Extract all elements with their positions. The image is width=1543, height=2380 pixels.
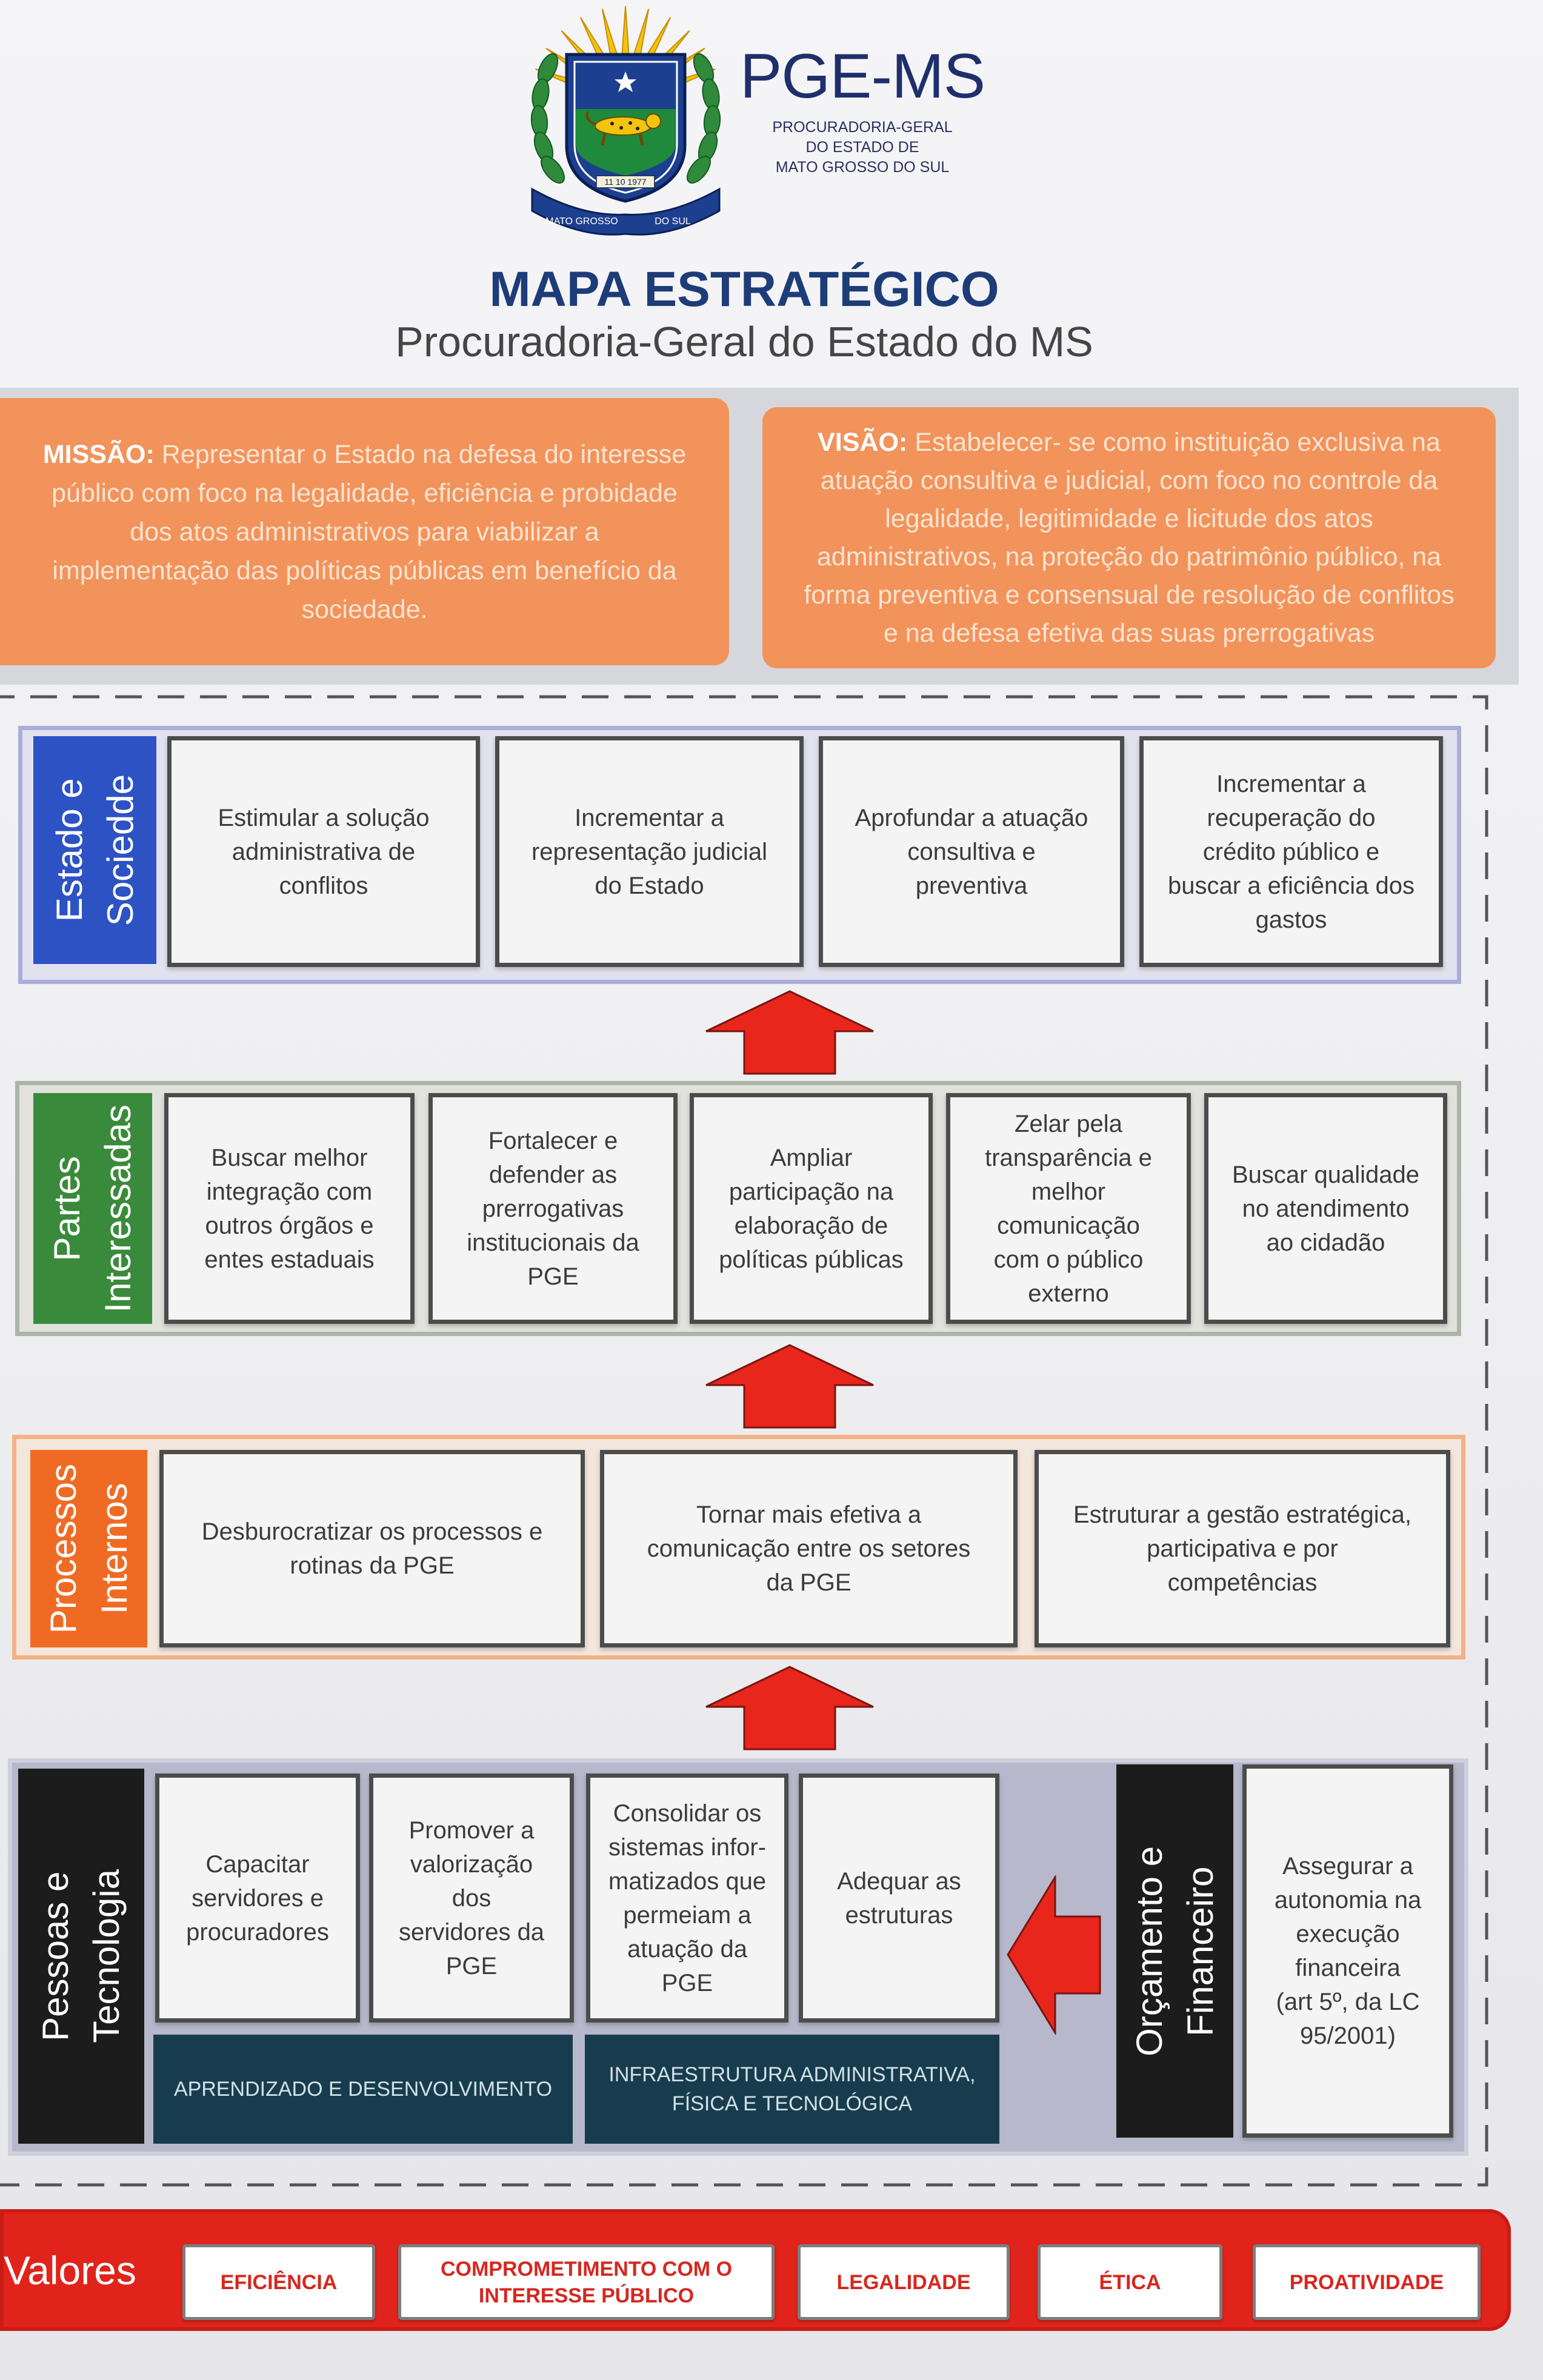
seal-date: 11 10 1977: [604, 177, 646, 187]
vision-line: legalidade, legitimidade e licitude dos …: [885, 504, 1373, 533]
objective-box: Promover a valorização dos servidores da…: [369, 1773, 574, 2023]
mission-line: implementação das políticas públicas em …: [52, 556, 677, 585]
objective-box: Ampliar participação na elaboração de po…: [690, 1093, 933, 1324]
objective-box: Assegurar a autonomia na execução financ…: [1242, 1764, 1453, 2138]
mission-text: Representar o Estado na defesa do intere…: [161, 439, 687, 469]
mission-label: MISSÃO:: [42, 439, 155, 469]
up-arrow-icon: [705, 1344, 874, 1429]
mission-line: dos atos administrativos para viabilizar…: [130, 517, 599, 547]
brand-block: PGE-MS PROCURADORIA-GERAL DO ESTADO DE M…: [729, 40, 996, 178]
objective-box: Aprofundar a atuação consultiva e preven…: [819, 736, 1124, 967]
jaguar-icon: [585, 111, 661, 146]
org-full-name: PROCURADORIA-GERAL DO ESTADO DE MATO GRO…: [729, 118, 996, 178]
strategy-dashed-frame: [0, 695, 1488, 2187]
group-bar-aprendizado: APRENDIZADO E DESENVOLVIMENTO: [153, 2035, 573, 2144]
objective-box: Fortalecer e defender as prerrogativas i…: [428, 1093, 678, 1324]
perspective-label-pessoas-tecnologia: Pessoas e Tecnologia: [18, 1769, 144, 2144]
value-badge: COMPROMETIMENTO COM O INTERESSE PÚBLICO: [398, 2244, 775, 2320]
objective-box: Consolidar os sistemas infor- matizados …: [586, 1773, 788, 2023]
org-name-line: MATO GROSSO DO SUL: [775, 159, 950, 176]
vision-line: VISÃO:Estabelecer- se como instituição e…: [818, 424, 1441, 462]
objective-box: Capacitar servidores e procuradores: [155, 1773, 360, 2023]
mission-box: MISSÃO:Representar o Estado na defesa do…: [0, 398, 729, 665]
objective-box: Tornar mais efetiva a comunicação entre …: [600, 1450, 1018, 1647]
page-title: MAPA ESTRATÉGICO: [489, 262, 999, 317]
org-name-line: DO ESTADO DE: [805, 139, 919, 156]
laurel-wreath: [530, 53, 721, 184]
perspective-label-text: Partes Interessadas: [47, 1104, 138, 1313]
perspective-label-text: Orçamento e Financeiro: [1128, 1846, 1221, 2056]
vision-line: e na defesa efetiva das suas prerrogativ…: [883, 618, 1375, 648]
mission-line: público com foco na legalidade, eficiênc…: [52, 478, 678, 508]
objective-box: Desburocratizar os processos e rotinas d…: [159, 1450, 585, 1647]
org-acronym: PGE-MS: [739, 41, 985, 111]
objective-box: Estimular a solução administrativa de co…: [167, 736, 480, 967]
mission-line: sociedade.: [301, 594, 428, 624]
seal-ribbon-right: DO SUL: [655, 216, 691, 227]
vision-text: Estabelecer- se como instituição exclusi…: [915, 427, 1441, 457]
up-arrow-icon: [705, 990, 874, 1075]
values-label: Valores: [4, 2247, 136, 2293]
objective-box: Adequar as estruturas: [799, 1773, 999, 2023]
perspective-label-estado-sociedade: Estado e Sociedde: [33, 736, 156, 964]
value-badge: ÉTICA: [1038, 2244, 1222, 2320]
left-arrow-icon: [1007, 1875, 1101, 2035]
objective-box: Buscar melhor integração com outros órgã…: [164, 1093, 415, 1324]
coat-of-arms-logo: 11 10 1977 MATO GROSSO DO SUL: [521, 5, 730, 238]
value-badge: EFICIÊNCIA: [182, 2244, 375, 2320]
perspective-label-text: Processos Internos: [42, 1463, 135, 1634]
seal-ribbon-left: MATO GROSSO: [545, 216, 618, 227]
page-subtitle: Procuradoria-Geral do Estado do MS: [395, 318, 1093, 365]
objective-box: Estruturar a gestão estratégica, partici…: [1035, 1450, 1450, 1647]
perspective-label-partes-interessadas: Partes Interessadas: [33, 1093, 152, 1324]
perspective-label-processos-internos: Processos Internos: [30, 1450, 147, 1647]
perspective-label-text: Estado e Sociedde: [48, 774, 141, 926]
objective-box: Incrementar a representação judicial do …: [495, 736, 804, 967]
star-icon: [615, 71, 636, 92]
mission-line: MISSÃO:Representar o Estado na defesa do…: [43, 435, 686, 474]
vision-box: VISÃO:Estabelecer- se como instituição e…: [762, 407, 1496, 668]
vision-line: atuação consultiva e judicial, com foco …: [820, 465, 1438, 495]
value-badge: LEGALIDADE: [798, 2244, 1010, 2320]
group-bar-infraestrutura: INFRAESTRUTURA ADMINISTRATIVA, FÍSICA E …: [585, 2035, 999, 2144]
objective-box: Zelar pela transparência e melhor comuni…: [946, 1093, 1191, 1324]
up-arrow-icon: [705, 1666, 874, 1750]
objective-box: Incrementar a recuperação do crédito púb…: [1139, 736, 1443, 967]
state-coat-of-arms-icon: 11 10 1977 MATO GROSSO DO SUL: [530, 5, 721, 236]
perspective-label-text: Pessoas e Tecnologia: [35, 1869, 127, 2043]
vision-line: administrativos, na proteção do patrimôn…: [816, 542, 1442, 571]
perspective-label-orcamento-financeiro: Orçamento e Financeiro: [1116, 1764, 1233, 2138]
vision-line: forma preventiva e consensual de resoluç…: [804, 580, 1455, 610]
objective-box: Buscar qualidade no atendimento ao cidad…: [1204, 1093, 1447, 1324]
value-badge: PROATIVIDADE: [1253, 2244, 1481, 2320]
ribbon: [531, 187, 721, 236]
vision-label: VISÃO:: [818, 427, 908, 457]
org-name-line: PROCURADORIA-GERAL: [772, 119, 953, 136]
